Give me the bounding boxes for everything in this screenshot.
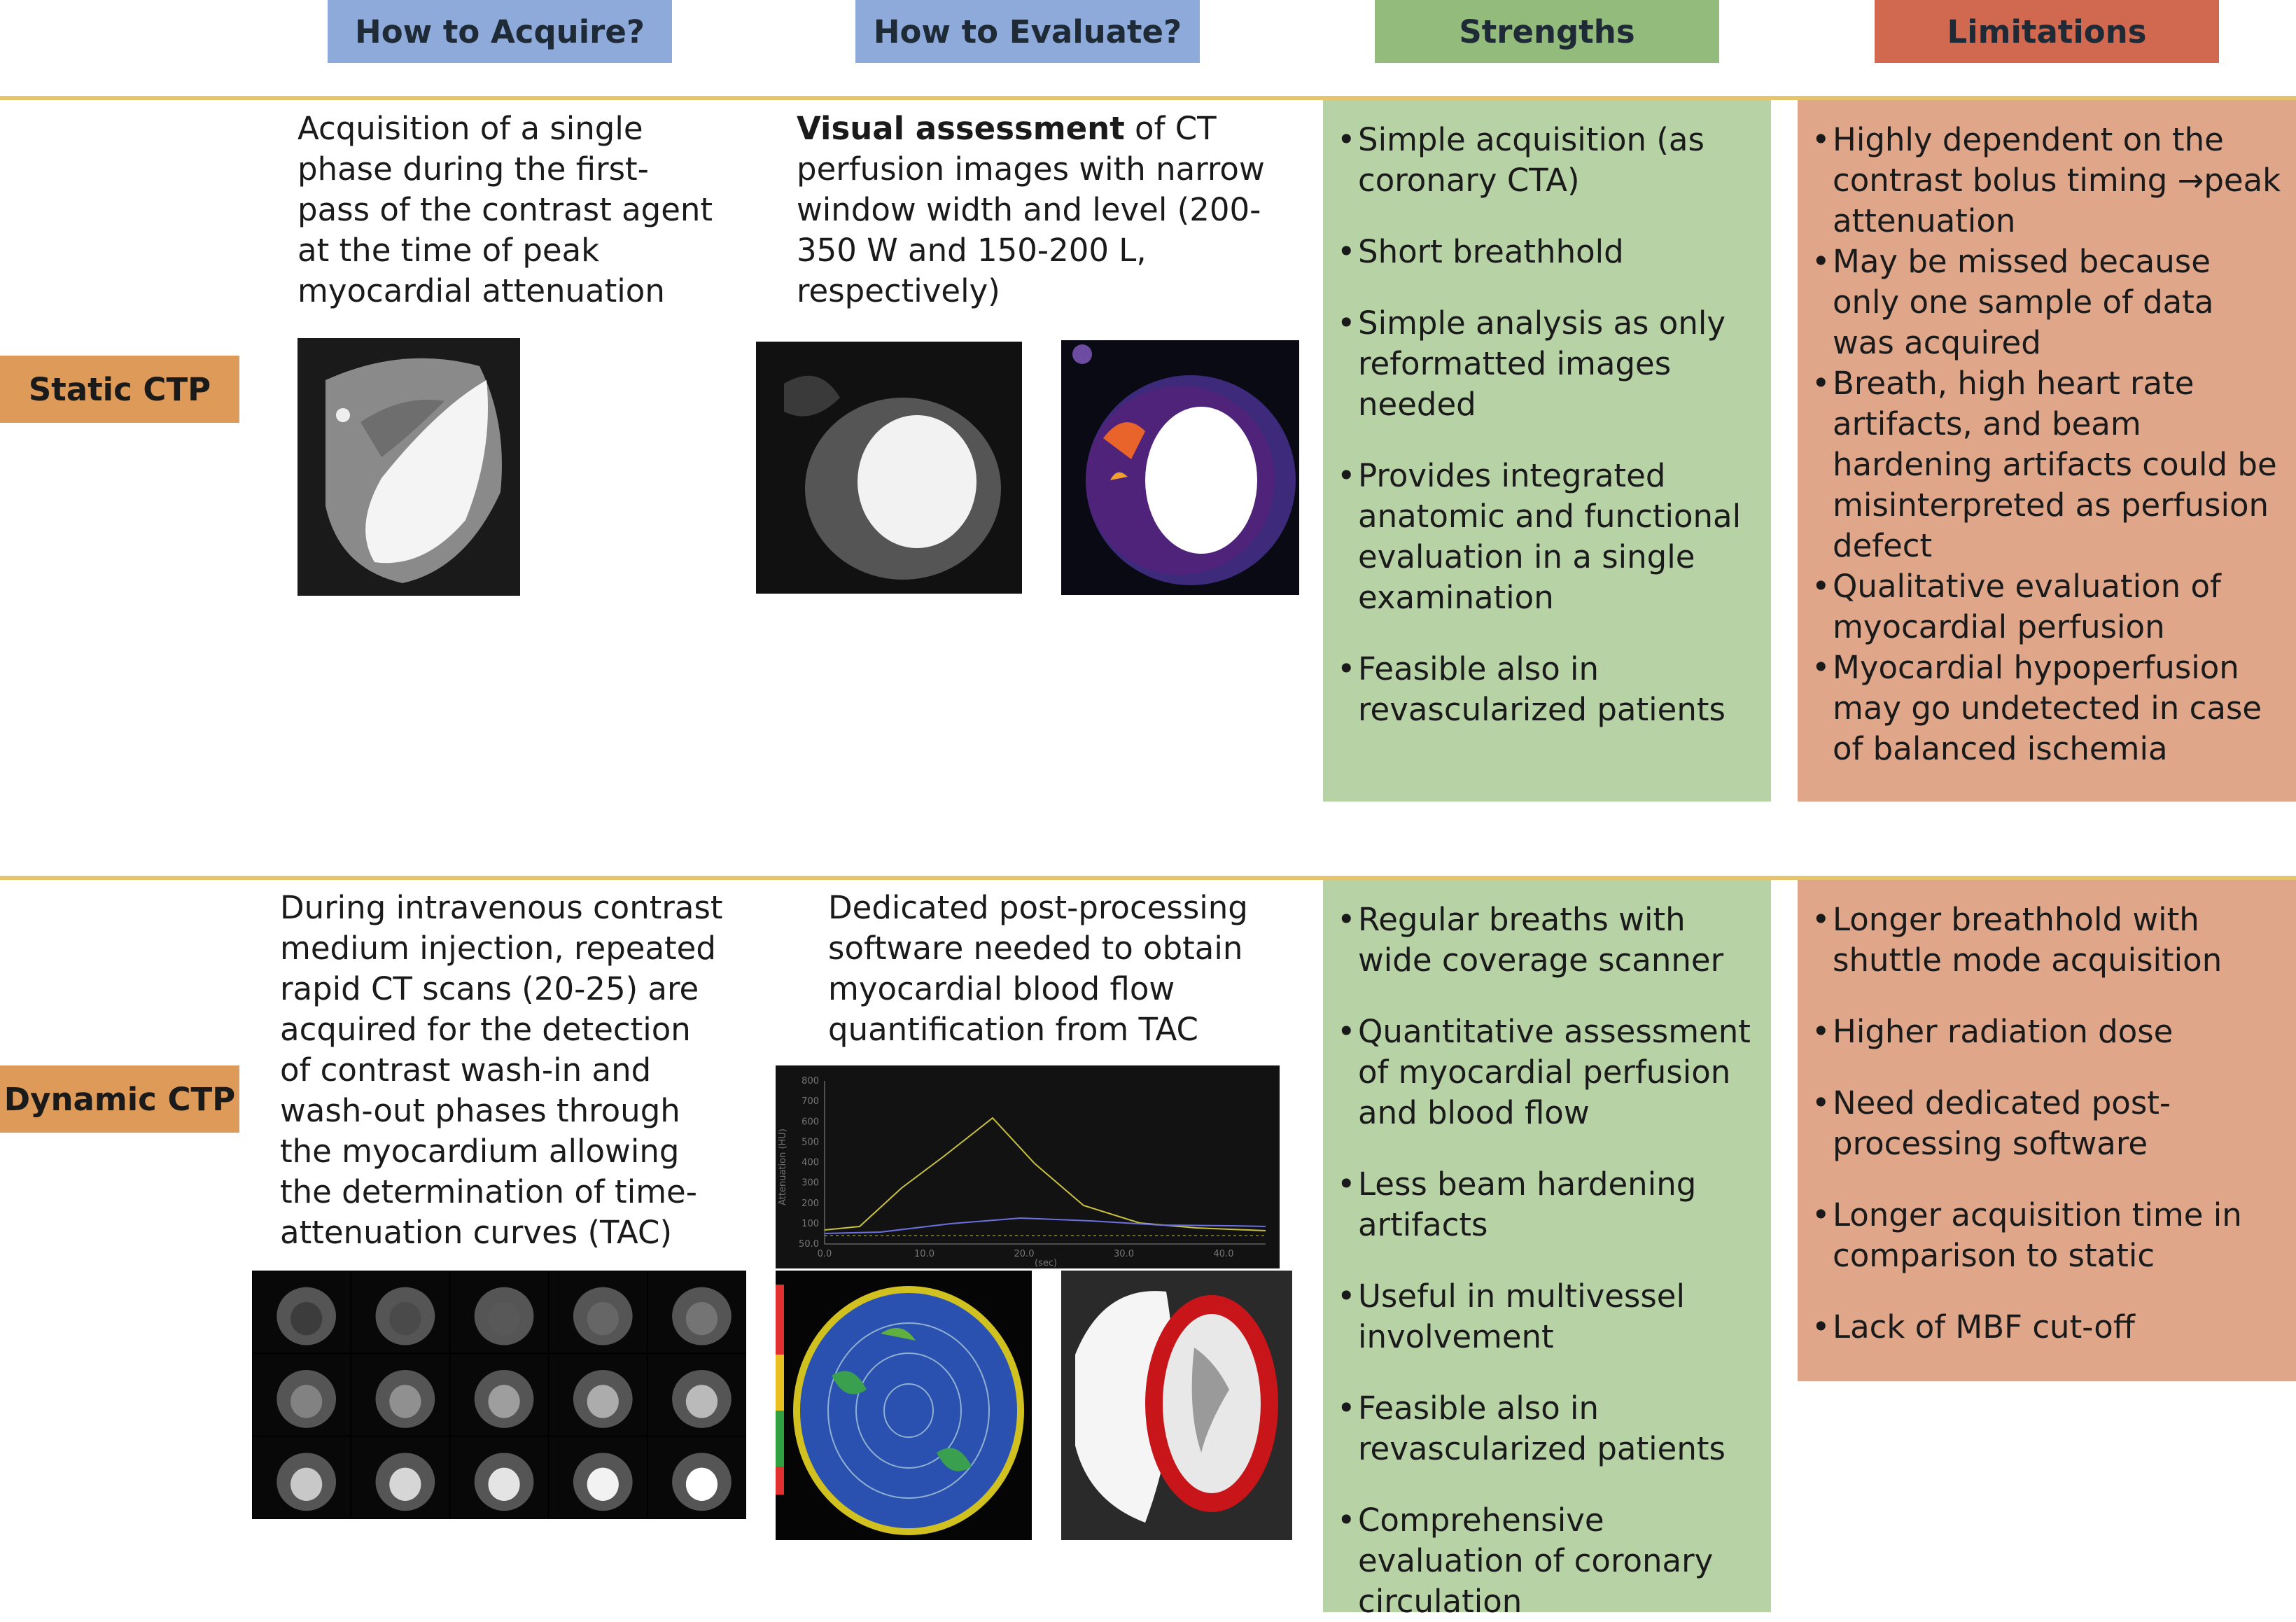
dynamic-evaluate-description: Dedicated post-processing software neede… <box>828 889 1248 1048</box>
static-limitation-item: May be missed because only one sample of… <box>1812 242 2282 363</box>
y-tick: 200 <box>802 1198 819 1209</box>
header-how-to-evaluate: How to Evaluate? <box>855 0 1200 63</box>
ct-frame <box>351 1354 449 1436</box>
ct-frame <box>648 1271 746 1353</box>
dynamic-limitations-list: Longer breathhold with shuttle mode acqu… <box>1812 900 2282 1348</box>
y-tick: 600 <box>802 1117 819 1127</box>
x-tick: 10.0 <box>914 1249 934 1259</box>
segmented-myocardium-image <box>1061 1271 1292 1540</box>
ct-frame <box>549 1354 647 1436</box>
chart-xlabel: (sec) <box>1035 1258 1057 1268</box>
header-limitations: Limitations <box>1875 0 2219 63</box>
static-strength-item: Feasible also in revascularized patients <box>1337 649 1757 730</box>
dynamic-strengths-box: Regular breaths with wide coverage scann… <box>1323 880 1771 1620</box>
static-limitation-item: Highly dependent on the contrast bolus t… <box>1812 120 2282 242</box>
ct-frame <box>648 1354 746 1436</box>
divider-static <box>0 96 2296 100</box>
dynamic-acquire-description: During intravenous contrast medium injec… <box>280 889 723 1251</box>
static-limitation-item: Myocardial hypoperfusion may go undetect… <box>1812 648 2282 769</box>
static-evaluate-description: Visual assessment of CT perfusion images… <box>797 109 1287 312</box>
dynamic-strength-item: Regular breaths with wide coverage scann… <box>1337 900 1757 981</box>
ct-frame <box>351 1436 449 1518</box>
x-tick: 40.0 <box>1214 1249 1234 1259</box>
ct-frame <box>253 1354 351 1436</box>
static-grayscale-perfusion-image <box>756 342 1022 594</box>
static-limitation-item: Breath, high heart rate artifacts, and b… <box>1812 363 2282 566</box>
chart-ylabel: Attenuation (HU) <box>778 1128 788 1205</box>
mbf-polar-map-image <box>776 1271 1032 1540</box>
static-strength-item: Provides integrated anatomic and functio… <box>1337 456 1757 618</box>
y-tick: 800 <box>802 1076 819 1086</box>
y-tick: 500 <box>802 1137 819 1147</box>
static-acquire-description: Acquisition of a single phase during the… <box>298 110 713 309</box>
ct-frame <box>549 1271 647 1353</box>
row-label-dynamic-ctp: Dynamic CTP <box>0 1065 239 1133</box>
y-tick: 400 <box>802 1158 819 1168</box>
dynamic-ct-frame-grid <box>252 1271 746 1519</box>
divider-dynamic <box>0 876 2296 880</box>
tac-myocardial-curve <box>824 1217 1266 1234</box>
dynamic-strength-item: Less beam hardening artifacts <box>1337 1164 1757 1245</box>
y-tick: 100 <box>802 1219 819 1229</box>
static-evaluate-text: of CT perfusion images with narrow windo… <box>797 110 1265 309</box>
dynamic-limitation-item: Need dedicated post-processing software <box>1812 1083 2282 1164</box>
header-how-to-acquire: How to Acquire? <box>328 0 672 63</box>
dynamic-limitation-item: Higher radiation dose <box>1812 1012 2282 1052</box>
x-tick: 0.0 <box>818 1249 832 1259</box>
ct-frame <box>450 1354 548 1436</box>
dynamic-limitation-item: Lack of MBF cut-off <box>1812 1307 2282 1348</box>
x-tick: 30.0 <box>1114 1249 1134 1259</box>
ct-frame <box>351 1271 449 1353</box>
ct-frame <box>253 1436 351 1518</box>
dynamic-limitation-item: Longer acquisition time in comparison to… <box>1812 1195 2282 1276</box>
header-strengths: Strengths <box>1375 0 1719 63</box>
static-evaluate-bold: Visual assessment <box>797 110 1125 147</box>
ct-frame <box>648 1436 746 1518</box>
ct-frame <box>450 1271 548 1353</box>
static-strengths-list: Simple acquisition (as coronary CTA) Sho… <box>1337 120 1757 730</box>
static-strength-item: Simple acquisition (as coronary CTA) <box>1337 120 1757 201</box>
dynamic-strength-item: Quantitative assessment of myocardial pe… <box>1337 1012 1757 1133</box>
static-strength-item: Short breathhold <box>1337 232 1757 272</box>
dynamic-limitation-item: Longer breathhold with shuttle mode acqu… <box>1812 900 2282 981</box>
dynamic-strengths-list: Regular breaths with wide coverage scann… <box>1337 900 1757 1622</box>
time-attenuation-curve-chart: Attenuation (HU) 800 700 600 500 400 300… <box>776 1065 1280 1268</box>
static-limitations-box: Highly dependent on the contrast bolus t… <box>1798 100 2296 802</box>
dynamic-strength-item: Useful in multivessel involvement <box>1337 1276 1757 1357</box>
static-strengths-box: Simple acquisition (as coronary CTA) Sho… <box>1323 100 1771 802</box>
row-label-static-ctp: Static CTP <box>0 356 239 423</box>
x-tick: 20.0 <box>1014 1249 1035 1259</box>
ct-frame <box>253 1271 351 1353</box>
ct-frame <box>450 1436 548 1518</box>
dynamic-limitations-box: Longer breathhold with shuttle mode acqu… <box>1798 880 2296 1381</box>
static-strength-item: Simple analysis as only reformatted imag… <box>1337 303 1757 425</box>
static-limitations-list: Highly dependent on the contrast bolus t… <box>1812 120 2282 769</box>
static-acquisition-ct-image <box>298 338 520 596</box>
static-color-perfusion-image <box>1061 340 1299 595</box>
static-limitation-item: Qualitative evaluation of myocardial per… <box>1812 566 2282 648</box>
y-tick: 700 <box>802 1096 819 1107</box>
y-tick: 300 <box>802 1178 819 1189</box>
y-tick: 50.0 <box>799 1239 819 1250</box>
dynamic-strength-item: Feasible also in revascularized patients <box>1337 1388 1757 1469</box>
ct-frame <box>549 1436 647 1518</box>
chart-axes <box>824 1081 1266 1245</box>
dynamic-strength-item: Comprehensive evaluation of coronary cir… <box>1337 1500 1757 1622</box>
